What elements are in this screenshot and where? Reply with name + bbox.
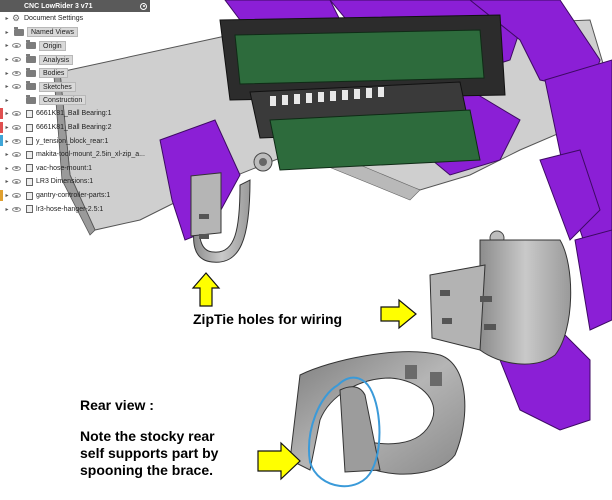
expand-icon[interactable]: ▸ <box>5 152 9 159</box>
folder-icon <box>26 40 36 50</box>
gear-icon: ⚙ <box>12 13 21 24</box>
rear-note-line: self supports part by <box>80 445 219 461</box>
browser-item-component[interactable]: ▸ lr3-hose-hanger-2.5:1 <box>0 202 152 216</box>
browser-item-component[interactable]: ▸ gantry-controller-parts:1 <box>0 189 152 203</box>
component-icon <box>26 177 33 186</box>
component-icon <box>26 137 33 146</box>
expand-icon[interactable]: ▸ <box>5 43 9 50</box>
status-marker <box>0 108 3 120</box>
expand-icon[interactable]: ▸ <box>5 97 9 104</box>
browser-item-component[interactable]: ▸ vac-hose-mount:1 <box>0 162 152 176</box>
expand-icon[interactable]: ▸ <box>5 165 9 172</box>
visibility-eye-icon[interactable] <box>12 151 22 158</box>
browser-item-label: Analysis <box>39 54 74 65</box>
browser-item-origin[interactable]: ▸ Origin <box>0 39 152 53</box>
highlight-circle <box>308 376 381 488</box>
expand-icon[interactable]: ▸ <box>5 16 9 23</box>
arrow-right-rear-icon <box>257 441 301 481</box>
browser-item-construction[interactable]: ▸ Construction <box>0 94 152 108</box>
component-icon <box>26 109 33 118</box>
folder-icon <box>26 67 36 77</box>
folder-icon <box>26 54 36 64</box>
expand-icon[interactable]: ▸ <box>5 193 9 200</box>
component-icon <box>26 164 33 173</box>
rear-view-part <box>289 351 466 475</box>
browser-item-component[interactable]: ▸ LR3 Dimensions:1 <box>0 175 152 189</box>
status-marker <box>0 189 3 201</box>
component-icon <box>26 150 33 159</box>
rear-note-line: Note the stocky rear <box>80 428 215 444</box>
ziptie-caption: ZipTie holes for wiring <box>193 311 343 327</box>
visibility-eye-icon[interactable] <box>12 124 22 131</box>
expand-icon[interactable]: ▸ <box>5 29 9 36</box>
arrow-right-icon <box>380 298 417 330</box>
expand-icon[interactable]: ▸ <box>5 84 9 91</box>
visibility-eye-icon[interactable] <box>12 56 22 63</box>
status-marker <box>0 121 3 133</box>
expand-icon[interactable]: ▸ <box>5 125 9 132</box>
component-icon <box>26 123 33 132</box>
browser-item-component[interactable]: ▸ makita-tool-mount_2.5in_xl-zip_a... <box>0 148 152 162</box>
browser-item-component[interactable]: ▸ 6661K81_Ball Bearing:1 <box>0 107 152 121</box>
browser-item-label: gantry-controller-parts:1 <box>36 192 111 200</box>
status-marker <box>0 135 3 147</box>
root-label: CNC LowRider 3 v71 <box>24 2 93 10</box>
browser-item-label: Construction <box>39 95 87 106</box>
browser-root[interactable]: CNC LowRider 3 v71 <box>0 0 150 12</box>
browser-item-named-views[interactable]: ▸ Named Views <box>0 26 152 40</box>
browser-item-label: y_tension_block_rear:1 <box>36 137 109 145</box>
hose-hanger-front <box>190 172 251 263</box>
controller-boards <box>219 14 506 171</box>
browser-item-label: lr3-hose-hanger-2.5:1 <box>36 205 104 213</box>
visibility-eye-icon[interactable] <box>12 178 22 185</box>
visibility-eye-icon[interactable] <box>12 138 22 145</box>
expand-icon[interactable]: ▸ <box>5 57 9 64</box>
browser-item-document-settings[interactable]: ▸ ⚙ Document Settings <box>0 12 152 26</box>
browser-item-label: Named Views <box>27 27 79 38</box>
visibility-eye-icon[interactable] <box>12 165 22 172</box>
expand-icon[interactable]: ▸ <box>5 138 9 145</box>
folder-icon <box>26 94 36 104</box>
visibility-eye-icon[interactable] <box>12 42 22 49</box>
hose-hanger-right <box>429 239 572 365</box>
component-icon <box>26 191 33 200</box>
component-icon <box>26 205 33 214</box>
arrow-up-icon <box>191 272 221 307</box>
folder-icon <box>26 81 36 91</box>
expand-icon[interactable]: ▸ <box>5 111 9 118</box>
browser-item-component[interactable]: ▸ y_tension_block_rear:1 <box>0 134 152 148</box>
browser-panel: CNC LowRider 3 v71 ▸ ⚙ Document Settings… <box>0 0 152 216</box>
browser-item-sketches[interactable]: ▸ Sketches <box>0 80 152 94</box>
folder-icon <box>14 26 24 36</box>
browser-item-label: Document Settings <box>24 15 84 23</box>
browser-item-component[interactable]: ▸ 6661K81_Ball Bearing:2 <box>0 121 152 135</box>
browser-item-label: 6661K81_Ball Bearing:2 <box>36 124 112 132</box>
browser-item-label: Origin <box>39 40 66 51</box>
rear-note-line: spooning the brace. <box>80 462 214 478</box>
browser-item-label: LR3 Dimensions:1 <box>36 178 94 186</box>
browser-item-label: 6661K81_Ball Bearing:1 <box>36 110 112 118</box>
rear-view-note: Note the stocky rear self supports part … <box>80 428 218 479</box>
expand-icon[interactable]: ▸ <box>5 70 9 77</box>
rear-view-title: Rear view : <box>80 397 154 413</box>
browser-item-label: Sketches <box>39 81 76 92</box>
visibility-eye-icon[interactable] <box>12 70 22 77</box>
visibility-eye-icon[interactable] <box>12 192 22 199</box>
activate-radio-icon[interactable] <box>140 2 147 10</box>
browser-item-analysis[interactable]: ▸ Analysis <box>0 53 152 67</box>
visibility-eye-icon[interactable] <box>12 83 22 90</box>
browser-item-label: vac-hose-mount:1 <box>36 164 93 172</box>
browser-item-label: Bodies <box>39 68 69 79</box>
visibility-eye-icon[interactable] <box>12 110 22 117</box>
browser-item-label: makita-tool-mount_2.5in_xl-zip_a... <box>36 151 145 159</box>
browser-item-bodies[interactable]: ▸ Bodies <box>0 66 152 80</box>
expand-icon[interactable]: ▸ <box>5 179 9 186</box>
visibility-eye-icon[interactable] <box>12 206 22 213</box>
expand-icon[interactable]: ▸ <box>5 206 9 213</box>
